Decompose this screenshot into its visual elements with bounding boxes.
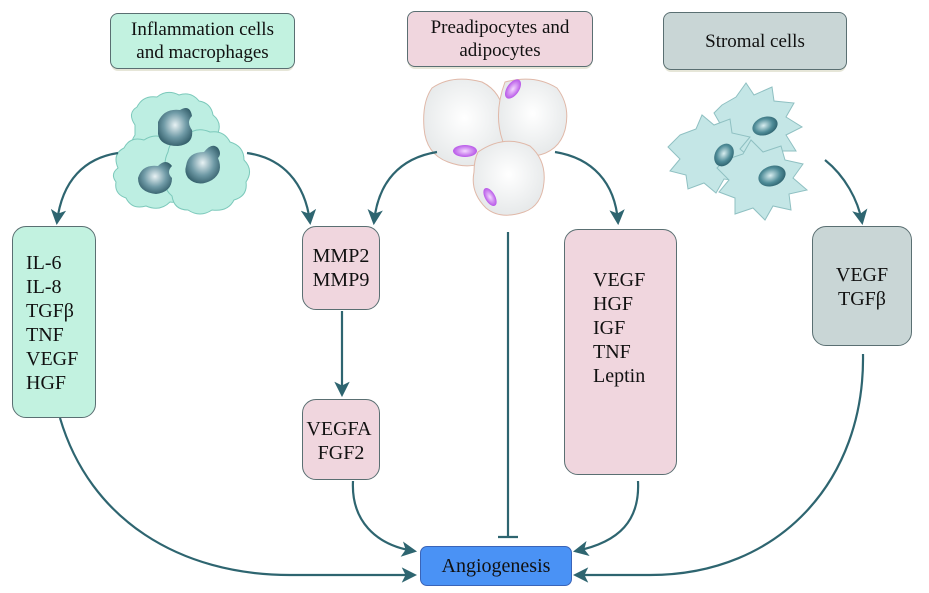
factor-item: FGF2 — [317, 442, 365, 464]
factor-item: VEGFA — [306, 418, 372, 440]
factor-item: HGF — [593, 293, 634, 315]
factor-item: TNF — [593, 341, 631, 363]
nucleus — [138, 162, 172, 194]
source-label-line: adipocytes — [459, 40, 541, 61]
nucleus — [758, 165, 786, 187]
factor-item: IL-8 — [26, 276, 62, 298]
factor-item: HGF — [26, 372, 67, 394]
arrow-vegfa-to-angiogenesis — [351, 480, 418, 557]
nucleus — [158, 108, 193, 146]
factor-item: VEGF — [593, 269, 646, 291]
arrow-adipocytes-to-factors — [554, 150, 625, 226]
fat-cell — [498, 78, 568, 157]
angiogenesis-label: Angiogenesis — [441, 555, 551, 577]
arrow-adipo-factors-to-angiogenesis — [572, 480, 640, 557]
source-stromal-cells: Stromal cells — [663, 12, 847, 70]
factor-item: VEGF — [26, 348, 79, 370]
stromal-cells-icon — [667, 82, 809, 221]
arrow-macrophages-to-cytokines — [50, 151, 119, 226]
factor-item: MMP2 — [312, 245, 370, 267]
source-inflammation-cells: Inflammation cells and macrophages — [110, 13, 295, 69]
factor-item: TGFβ — [26, 300, 74, 322]
source-label-line: and macrophages — [136, 42, 269, 63]
factor-item: MMP9 — [312, 269, 370, 291]
fat-cell-nucleus — [453, 145, 477, 157]
factors-adipocyte-box: VEGF HGF IGF TNF Leptin — [564, 229, 677, 475]
source-label-line: Preadipocytes and — [430, 17, 570, 38]
factors-inflammation-box: IL-6 IL-8 TGFβ TNF VEGF HGF — [12, 226, 96, 418]
factor-item: TNF — [26, 324, 64, 346]
factor-item: IGF — [593, 317, 626, 339]
adipocyte-cells-icon — [423, 78, 568, 216]
nucleus — [185, 145, 220, 184]
factors-mmp-box: MMP2 MMP9 — [302, 226, 380, 310]
arrow-macrophages-to-mmp — [246, 151, 317, 226]
factors-stromal-box: VEGF TGFβ — [812, 226, 912, 346]
angiogenesis-box: Angiogenesis — [420, 546, 572, 586]
arrow-stromal-factors-to-angiogenesis — [572, 353, 865, 583]
factors-vegfa-box: VEGFA FGF2 — [302, 399, 380, 480]
fat-cell — [472, 140, 545, 216]
nucleus — [714, 143, 734, 167]
factor-item: TGFβ — [838, 288, 886, 310]
factor-item: IL-6 — [26, 252, 62, 274]
arrow-cytokines-to-angiogenesis — [58, 417, 418, 583]
arrow-stromal-to-factors — [824, 159, 868, 226]
source-adipocytes: Preadipocytes and adipocytes — [407, 11, 593, 67]
macrophage-cells-icon — [112, 91, 250, 215]
nucleus — [752, 116, 778, 136]
source-label-line: Stromal cells — [705, 30, 805, 52]
arrow-adipocytes-to-mmp — [367, 150, 438, 226]
source-label-line: Inflammation cells — [131, 19, 274, 40]
fat-cell-nucleus — [505, 79, 521, 99]
fat-cell-nucleus — [483, 187, 497, 207]
factor-item: VEGF — [835, 264, 889, 286]
factor-item: Leptin — [593, 365, 646, 387]
